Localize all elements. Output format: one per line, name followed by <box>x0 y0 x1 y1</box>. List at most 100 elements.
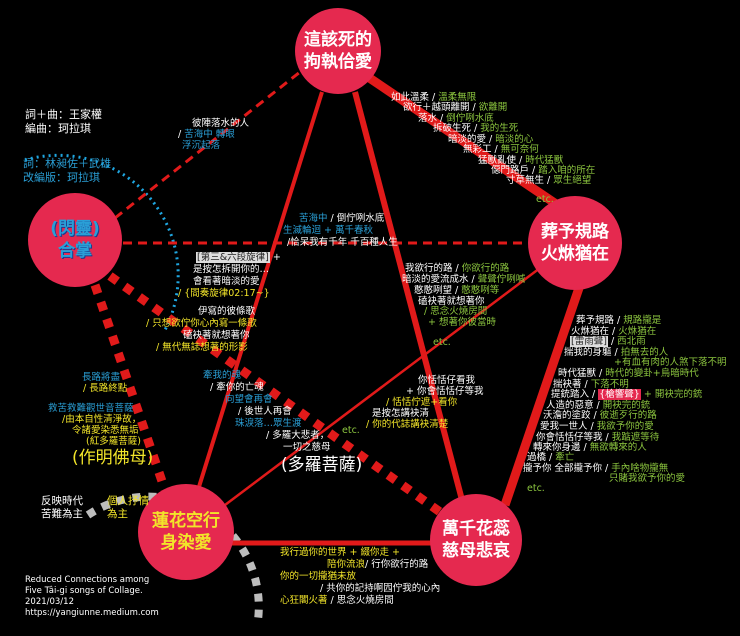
annotation-text: 只賭我欲予你的愛 <box>609 473 686 484</box>
annotation-text: 長路將盡 <box>82 372 121 383</box>
annotation-text: 牽亡 <box>555 452 575 463</box>
annotation-text: 憨憨咧望 / <box>414 285 462 296</box>
annotation-text: 揣袂著 / <box>553 379 591 390</box>
right-side-line: 揣我的身軀 / 拍無去的人 <box>564 347 668 358</box>
node-right-line2: 火烌猶在 <box>541 244 609 264</box>
annotation-text: 我踮遮等待 <box>611 432 660 443</box>
center-top-line: /恰呆我有千年 千百種人生 <box>287 237 398 248</box>
edge-right-bottom-right <box>500 283 585 507</box>
annotation-text: 浮沉起落 <box>182 140 221 151</box>
annotation-text: 令諸愛染悉無垢 <box>72 425 139 436</box>
center-soul-line: / 後世人再會 <box>238 406 292 417</box>
right-side-line: 提銃踏入 / {槍響聲} + 開袂完的銃 <box>551 389 702 400</box>
annotation-text: 欲離開 <box>478 102 508 113</box>
credits-alt-line: 詞：林昶佐＋武雄 <box>23 157 111 171</box>
center-low-line: / 恬恬佇遮+看你 <box>386 397 457 408</box>
annotation-text: 我欲予你的愛 <box>596 421 654 432</box>
right-side-line: +有血有肉的人煞下落不明 <box>614 357 726 368</box>
center-soul-line: 牽我的魂 <box>203 370 241 381</box>
annotation-text: / 多羅大悲者， <box>266 430 330 441</box>
annotation-text: 沃澹的塗跤 / <box>543 410 600 421</box>
annotation-text: 倒佇咧水底 <box>446 113 494 124</box>
annotation-text: 下落不明 <box>590 379 629 390</box>
annotation-text: 火烌猶在 <box>618 326 657 337</box>
annotation-text: (紅多羅菩薩) <box>86 436 141 447</box>
node-top-line1: 這該死的 <box>304 30 372 50</box>
center-low-line: etc. <box>342 425 360 436</box>
center-low-line: + 你會恬恬仔等我 <box>406 386 483 397</box>
right-side-line: etc. <box>527 483 545 494</box>
annotation-text: 眾生絕望 <box>553 175 592 186</box>
footer: Reduced Connections among Five Tâi-gi so… <box>25 575 159 619</box>
annotation-text: + 想著你彼當時 <box>428 317 496 328</box>
badge-label: [雷雨聲] <box>570 336 608 347</box>
annotation-text: / 長路終點 <box>83 383 128 394</box>
annotation-text: / 無代無誌想著的形影 <box>156 342 248 353</box>
left-song-line: / 只想欲佇你心內寫一條歌 <box>146 318 257 329</box>
annotation-text: 苦難為主 <box>41 508 83 520</box>
top-right-edge-line: etc. <box>536 194 554 205</box>
left-low-line: / 長路終點 <box>83 383 127 394</box>
annotation-text: 寸草無生 / <box>506 175 554 186</box>
annotation-text: /恰呆我有千年 千百種人生 <box>287 237 398 248</box>
annotation-text: 揣我的身軀 / <box>564 347 621 358</box>
footer-line3: 2021/03/12 <box>25 597 74 607</box>
center-soul-line: (多羅菩薩) <box>281 455 362 475</box>
credits-line: 詞＋曲：王家權 <box>25 108 102 122</box>
personal-line: 為主 <box>107 508 128 521</box>
node-right-line1: 葬予規路 <box>541 222 609 242</box>
right-side-line: 時代猛獸 / 時代的變卦+烏暗時代 <box>558 368 699 379</box>
right-side-line: 沃澹的塗跤 / 彼逝歹行的路 <box>543 410 657 421</box>
right-side-line: 你會恬恬仔等我 / 我踮遮等待 <box>536 432 659 443</box>
annotation-text: etc. <box>433 337 451 348</box>
annotation-text: 憨憨咧等 <box>461 285 500 296</box>
annotation-text: 無可奈何 <box>500 144 539 155</box>
annotation-text: 你會恬恬仔等我 / <box>536 432 612 443</box>
left-bodhi-line: 令諸愛染悉無垢 <box>72 425 139 436</box>
personal-line: 個人抒情 <box>107 495 149 508</box>
annotation-text: / 思念火燒房間 <box>327 595 394 606</box>
bottom-line: / 共你的記持啊囥佇我的心內 <box>320 583 440 594</box>
annotation-text: 溫柔無限 <box>438 92 477 103</box>
annotation-text: 個人抒情 <box>107 495 149 507</box>
annotation-text: 牽我的魂 <box>203 370 242 381</box>
annotation-text: / 共你的記持啊囥佇我的心內 <box>320 583 441 594</box>
top-left-edge-line: 浮沉起落 <box>182 140 220 151</box>
center-right-line: / 思念火燒房間 <box>424 306 487 317</box>
center-right-line: etc. <box>433 337 451 348</box>
top-right-edge-line: 寸草無生 / 眾生絕望 <box>506 175 591 186</box>
center-top-line: 生滅輪迴 + 萬千春秋 <box>283 225 373 236</box>
center-top-line: 苦海中 / 倒佇咧水底 <box>299 213 384 224</box>
footer-url: https://yangiunne.medium.com <box>25 608 159 618</box>
left-bodhi-line: /由本自性清淨故， <box>62 414 141 425</box>
annotation-text: 無欲轉來的人 <box>589 442 647 453</box>
node-bottom-right-line1: 萬千花蕊 <box>442 519 510 539</box>
annotation-text: 拍無去的人 <box>620 347 669 358</box>
annotation-text: 向望會再會 <box>225 394 273 405</box>
center-low-line: / 你的代誌講袂清楚 <box>366 419 448 430</box>
annotation-text: 你欲行的路 <box>461 263 510 274</box>
annotation-text: / 只想欲佇你心內寫一條歌 <box>146 318 257 329</box>
annotation-text: 是按怎拆開你的… <box>193 264 270 275</box>
right-side-line: 人造的惡意 / 開袂完的銃 <box>546 400 650 411</box>
footer-line2: Five Tâi-gi songs of Collage. <box>25 586 143 596</box>
center-right-line: 暗淡的愛流成水 / 聲聲佇咧喊 <box>402 274 525 285</box>
bottom-line: 心狂閣火著 / 思念火燒房間 <box>280 595 394 606</box>
center-right-line: 我欲行的路 / 你欲行的路 <box>405 263 509 274</box>
annotation-text: 我行過你的世界 + 綴你走 + <box>280 547 400 558</box>
node-bottom-right: 萬千花蕊 慈母悲哀 <box>430 494 522 586</box>
node-bottom-left-line1: 蓮花空行 <box>152 511 220 531</box>
edge-top-bottom-right <box>352 91 465 501</box>
badge-label: [第三&六段旋律] <box>196 252 270 263</box>
annotation-text: /由本自性清淨故， <box>62 414 142 425</box>
annotation-text: 改編版：珂拉琪 <box>23 171 100 184</box>
annotation-text: 拆破生死 / <box>433 123 481 134</box>
top-left-edge-line: / 苦海中 轉眼 <box>178 129 235 140</box>
annotation-text: 提銃踏入 / <box>551 389 599 400</box>
right-side-line: 攏予你 全部攏予你 / 手內啥物攏無 <box>523 463 668 474</box>
annotation-text: 愛我一世人 / <box>540 421 597 432</box>
annotation-text: + <box>269 252 281 263</box>
annotation-text: 火烌猶在 / <box>571 326 619 337</box>
annotation-text: 攏予你 全部攏予你 / <box>523 463 612 474</box>
